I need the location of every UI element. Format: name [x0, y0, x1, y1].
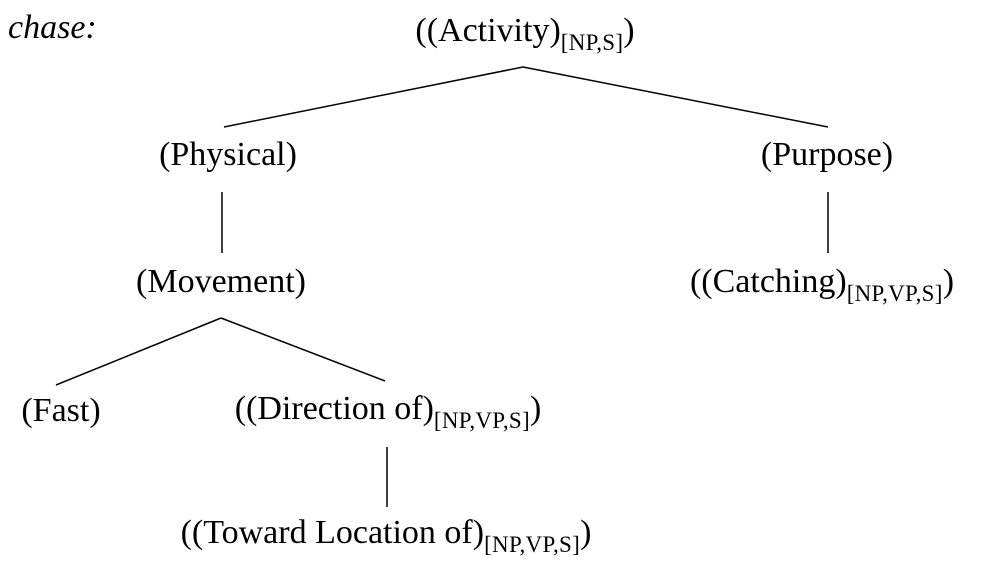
tree-edge-movement-direction	[220, 317, 386, 382]
node-close-paren: )	[623, 12, 635, 49]
node-text: ((Activity)	[415, 12, 561, 49]
node-text: ((Catching)	[689, 263, 847, 300]
node-subscript: [NP,S]	[560, 30, 624, 55]
node-text: (Purpose)	[760, 136, 894, 173]
tree-node-direction: ((Direction of)[NP,VP,S])	[235, 388, 542, 436]
node-text: (Fast)	[21, 392, 101, 429]
tree-node-toward: ((Toward Location of)[NP,VP,S])	[181, 512, 592, 560]
node-subscript: [NP,VP,S]	[846, 281, 943, 306]
tree-node-physical: (Physical)	[159, 134, 297, 182]
node-close-paren: )	[942, 263, 955, 300]
tree-edge-activity-physical	[223, 66, 524, 128]
lexeme-label: chase:	[8, 9, 97, 46]
node-close-paren: )	[529, 390, 542, 427]
node-text: (Physical)	[159, 136, 297, 173]
tree-edge-movement-fast	[55, 317, 222, 386]
node-subscript: [NP,VP,S]	[484, 532, 581, 557]
tree-node-catching: ((Catching)[NP,VP,S])	[690, 261, 954, 309]
tree-node-purpose: (Purpose)	[761, 134, 893, 182]
tree-edge-activity-purpose	[522, 66, 829, 128]
tree-node-activity: ((Activity)[NP,S])	[415, 10, 634, 58]
node-text: (Movement)	[136, 263, 306, 300]
node-close-paren: )	[580, 514, 592, 551]
node-text: ((Toward Location of)	[180, 514, 485, 551]
tree-node-fast: (Fast)	[21, 390, 100, 438]
node-subscript: [NP,VP,S]	[433, 408, 530, 433]
node-text: ((Direction of)	[234, 390, 434, 427]
tree-node-movement: (Movement)	[136, 261, 306, 309]
